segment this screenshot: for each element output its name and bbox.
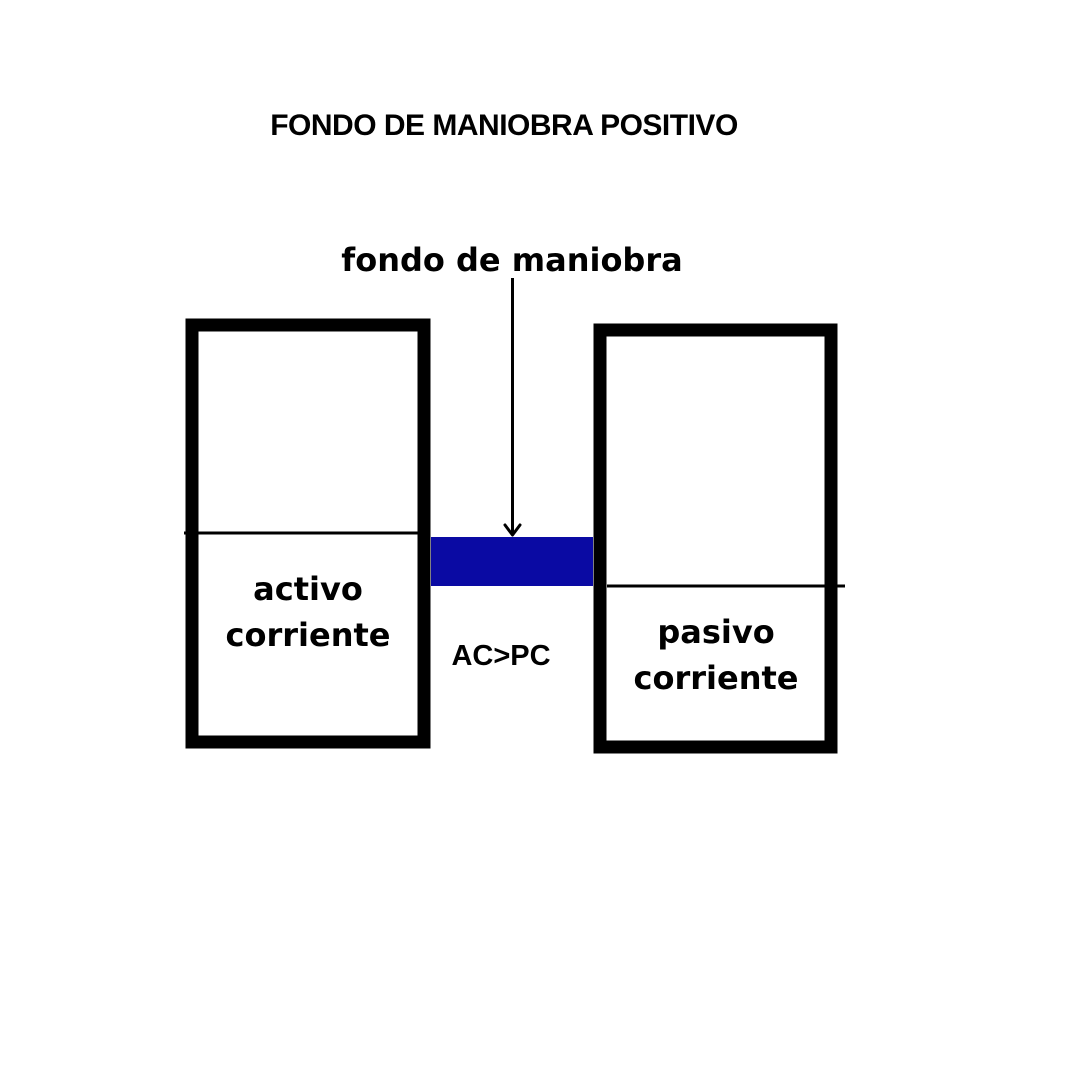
- arrow-head-icon: [503, 523, 522, 537]
- pasivo-box: [593, 323, 838, 754]
- pasivo-label-line1: pasivo: [657, 613, 775, 651]
- fondo-maniobra-label: fondo de maniobra: [341, 241, 683, 279]
- activo-label-line2: corriente: [225, 616, 391, 654]
- activo-corriente-label: activo corriente: [226, 566, 391, 658]
- fondo-maniobra-block: [431, 537, 593, 586]
- activo-label-line1: activo: [253, 570, 363, 608]
- pasivo-corriente-label: pasivo corriente: [634, 609, 799, 701]
- comparison-label: AC>PC: [451, 640, 551, 672]
- pasivo-label-line2: corriente: [633, 659, 799, 697]
- diagram-title: FONDO DE MANIOBRA POSITIVO: [270, 109, 738, 142]
